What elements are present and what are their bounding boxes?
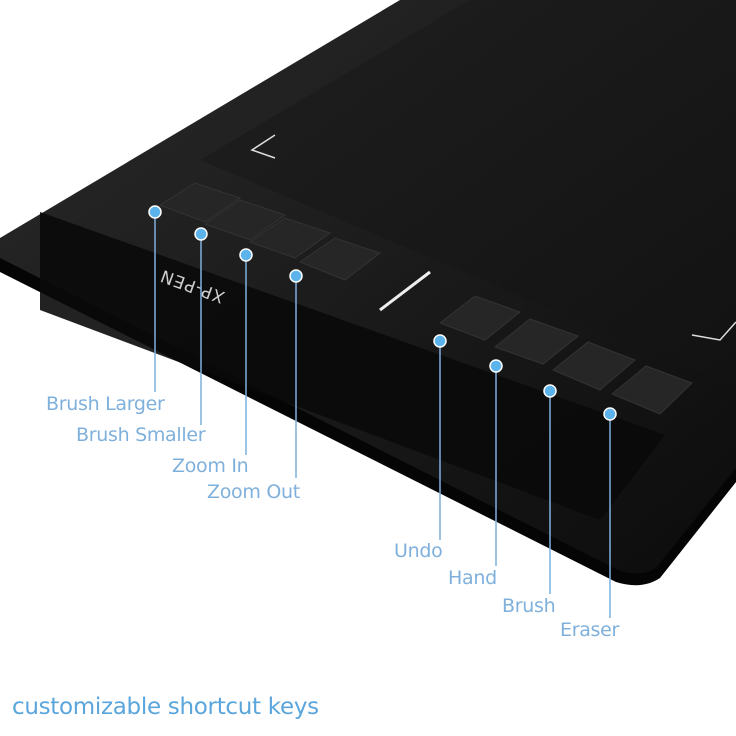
callout-dot <box>489 359 503 373</box>
key-4 <box>298 237 382 281</box>
label-hand: Hand <box>448 567 497 589</box>
corner-mark-bottom-right <box>691 321 736 341</box>
label-zoom-in: Zoom In <box>172 455 249 477</box>
callout-dot <box>148 205 162 219</box>
callout-dot <box>239 248 253 262</box>
key-8 <box>611 365 693 415</box>
label-undo: Undo <box>394 540 443 562</box>
corner-mark-top-left <box>250 134 276 159</box>
callout-dot <box>289 269 303 283</box>
front-panel <box>40 212 665 520</box>
shortcut-keys <box>158 182 693 415</box>
label-eraser: Eraser <box>560 619 620 641</box>
key-6 <box>493 318 580 365</box>
key-2 <box>203 199 287 241</box>
callout-dot <box>194 227 208 241</box>
active-area <box>200 0 736 388</box>
caption: customizable shortcut keys <box>12 694 319 720</box>
label-brush: Brush <box>502 595 556 617</box>
label-brush-larger: Brush Larger <box>46 393 165 415</box>
callout-dot <box>433 334 447 348</box>
callout-dots <box>148 205 617 421</box>
key-7 <box>552 341 636 391</box>
center-divider <box>379 270 431 312</box>
label-zoom-out: Zoom Out <box>207 481 300 503</box>
key-1 <box>158 182 242 223</box>
callout-dot <box>543 384 557 398</box>
label-brush-smaller: Brush Smaller <box>76 424 206 446</box>
callout-lines <box>154 212 611 618</box>
key-3 <box>248 217 332 259</box>
callout-dot <box>603 407 617 421</box>
key-5 <box>438 295 522 341</box>
